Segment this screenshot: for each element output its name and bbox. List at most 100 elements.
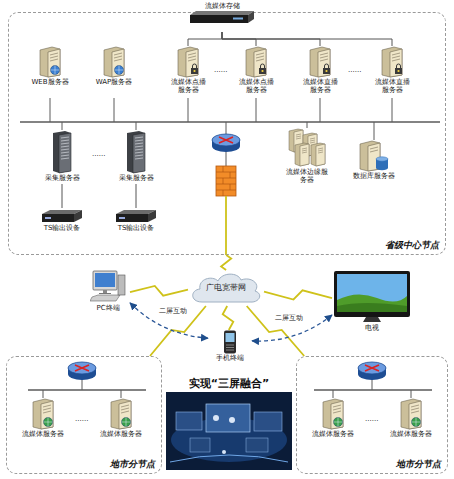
server-icon-part <box>259 68 266 74</box>
rack-icon-part <box>127 131 145 173</box>
node-label: 流媒体点播服务器 <box>236 78 276 94</box>
drop-wire-part <box>114 98 115 122</box>
drop-wire-part <box>136 122 137 130</box>
ts-device-icon <box>114 208 158 224</box>
pc-icon-part <box>90 295 120 301</box>
pc-icon <box>90 270 126 304</box>
server-icon-part <box>111 399 131 429</box>
ellipsis-mark: ...... <box>214 66 227 74</box>
router-symbol <box>212 134 240 152</box>
router-symbol-part <box>358 362 386 374</box>
storage-link <box>222 32 392 46</box>
server-icon <box>176 46 200 78</box>
drop-wire-part <box>50 98 51 122</box>
database-icon-part <box>370 147 378 152</box>
firewall-symbol-part <box>216 166 236 196</box>
firewall-symbol <box>216 166 236 196</box>
server-icon-part <box>194 70 196 72</box>
convergence-image-part <box>166 392 292 470</box>
server-node: 流媒体点播服务器 <box>236 46 276 98</box>
drop-wire-part <box>333 390 334 398</box>
server-icon-part <box>44 418 53 427</box>
server-icon-part <box>334 418 343 427</box>
router-symbol-part <box>219 137 233 143</box>
server-node: 流媒体点播服务器 <box>168 46 208 98</box>
storage-link <box>222 32 256 46</box>
pc-icon-part <box>95 273 115 287</box>
server-icon-part <box>51 66 60 75</box>
drop-wire-part <box>256 98 257 122</box>
server-icon-part <box>395 68 402 74</box>
server-cluster-icon-part-part <box>316 144 325 166</box>
convergence-image-part <box>254 412 282 431</box>
rack-icon-part <box>61 137 69 159</box>
server-icon-part <box>112 49 124 77</box>
drop-wire-part <box>226 122 227 134</box>
database-icon-part <box>376 157 388 161</box>
region-label: 省级中心节点 <box>385 240 439 251</box>
server-cluster-icon-part-part <box>310 138 315 143</box>
convergence-image-part <box>176 412 202 430</box>
node-label: 流媒体边缘服务器 <box>284 168 330 184</box>
node-label: 流媒体服务器 <box>20 430 66 438</box>
server-icon-part <box>119 401 131 429</box>
server-node: WEB服务器 <box>28 46 72 98</box>
server-icon-part <box>33 399 53 429</box>
server-cluster-icon-part-part <box>318 148 323 153</box>
drop-wire-part <box>374 122 375 140</box>
drop-wire-part <box>121 390 122 398</box>
rack-icon-part <box>59 133 71 173</box>
server-icon-part <box>191 68 198 74</box>
server-icon <box>31 398 55 430</box>
drop-wire-part <box>411 390 412 398</box>
server-icon-part <box>325 64 329 68</box>
server-icon-part <box>392 53 400 61</box>
server-cluster-icon-part-part <box>302 148 307 153</box>
ts-device-icon-part <box>119 217 125 219</box>
capture-server: 采集服务器 <box>116 130 156 184</box>
phone-icon <box>223 330 237 354</box>
tv-icon-part <box>334 271 410 317</box>
pc-icon-part <box>93 271 117 290</box>
router-symbol-part <box>75 365 89 371</box>
node-label: TS输出设备 <box>36 224 88 232</box>
node-label: PC终端 <box>86 304 130 312</box>
server-icon <box>38 46 62 78</box>
server-node: 流媒体服务器 <box>20 398 66 440</box>
database-server: 数据库服务器 <box>350 140 398 182</box>
ts-device-icon-part <box>45 217 51 219</box>
server-icon-part <box>44 418 53 427</box>
convergence-image-part <box>190 438 210 452</box>
server-icon-part <box>323 68 330 74</box>
ts-device-icon-part <box>116 214 148 222</box>
server-icon-part <box>115 66 124 75</box>
node-label: 流媒体直播服务器 <box>372 78 412 94</box>
ts-device-icon <box>40 208 84 224</box>
drop-wire-part <box>62 122 63 130</box>
server-icon-part <box>398 70 400 72</box>
wireless-link <box>247 306 305 356</box>
server-node: 流媒体服务器 <box>310 398 356 440</box>
server-cluster-icon-part-part <box>311 143 325 166</box>
router-symbol-part <box>68 362 96 374</box>
firewall-symbol-part <box>216 166 236 196</box>
drop-wire-part <box>82 379 83 390</box>
server-icon-part <box>382 47 402 77</box>
router-symbol-part <box>212 134 240 146</box>
pc-icon-part <box>103 290 107 293</box>
pc-icon-part <box>99 293 111 294</box>
server-icon-part <box>193 64 197 68</box>
server-icon-part <box>412 418 421 427</box>
ts-device-icon-part <box>148 210 156 222</box>
wireless-link <box>221 255 231 270</box>
drop-wire-part <box>188 98 189 122</box>
convergence-image-part <box>222 450 226 454</box>
server-icon-part <box>104 47 124 77</box>
server-icon <box>109 398 133 430</box>
rack-icon <box>51 130 73 174</box>
server-node: 流媒体直播服务器 <box>300 46 340 98</box>
node-label: 数据库服务器 <box>350 172 398 180</box>
storage-icon-part <box>190 15 248 23</box>
convergence-image-part <box>229 417 235 423</box>
